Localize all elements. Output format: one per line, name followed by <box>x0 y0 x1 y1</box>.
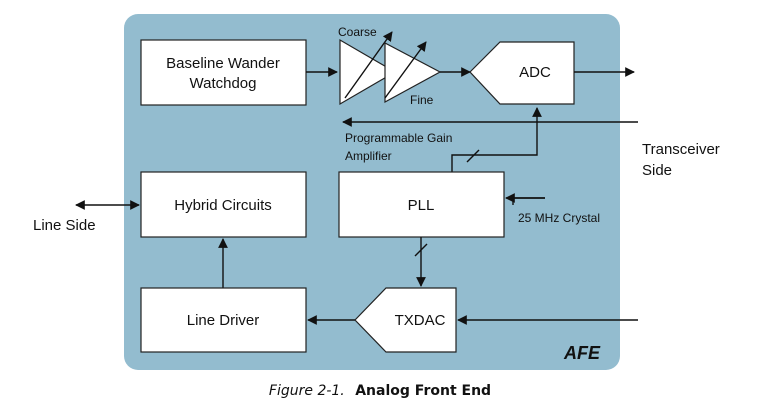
fine-variable-arrow <box>384 41 427 99</box>
baseline-wander-label-line2: Watchdog <box>190 75 257 92</box>
txdac-label: TXDAC <box>395 312 446 329</box>
coarse-amplifier <box>339 31 397 106</box>
figure-caption: Figure 2-1. Analog Front End <box>269 383 491 399</box>
pll-block: PLL <box>338 171 505 238</box>
line-driver-label: Line Driver <box>187 312 260 329</box>
adc-block: ADC <box>469 41 575 105</box>
pll-label: PLL <box>408 197 435 214</box>
afe-label: AFE <box>563 343 601 363</box>
line-side-label: Line Side <box>33 217 96 234</box>
transceiver-side-label-line2: Side <box>642 162 672 179</box>
crystal-label: 25 MHz Crystal <box>518 211 600 225</box>
txdac-block: TXDAC <box>354 287 457 353</box>
hybrid-circuits-block: Hybrid Circuits <box>140 171 307 238</box>
line-driver-block: Line Driver <box>140 287 307 353</box>
pll-txdac-bus-slash <box>414 243 428 257</box>
coarse-variable-arrow <box>344 31 393 99</box>
caption-prefix: Figure 2-1. <box>269 383 345 399</box>
fine-amplifier <box>384 41 442 104</box>
baseline-wander-label-line1: Baseline Wander <box>166 55 280 72</box>
coarse-label: Coarse <box>338 25 377 39</box>
fine-label: Fine <box>410 93 434 107</box>
pll-adc-bus-slash <box>466 149 480 163</box>
pll-to-adc-clock <box>451 107 542 172</box>
baseline-wander-watchdog-block: Baseline Wander Watchdog <box>140 39 307 106</box>
adc-label: ADC <box>519 64 551 81</box>
hybrid-circuits-label: Hybrid Circuits <box>174 197 272 214</box>
pga-label-line2: Amplifier <box>345 149 392 163</box>
transceiver-side-label-line1: Transceiver <box>642 141 720 158</box>
caption-title: Analog Front End <box>355 383 491 399</box>
pga-label-line1: Programmable Gain <box>345 131 452 145</box>
